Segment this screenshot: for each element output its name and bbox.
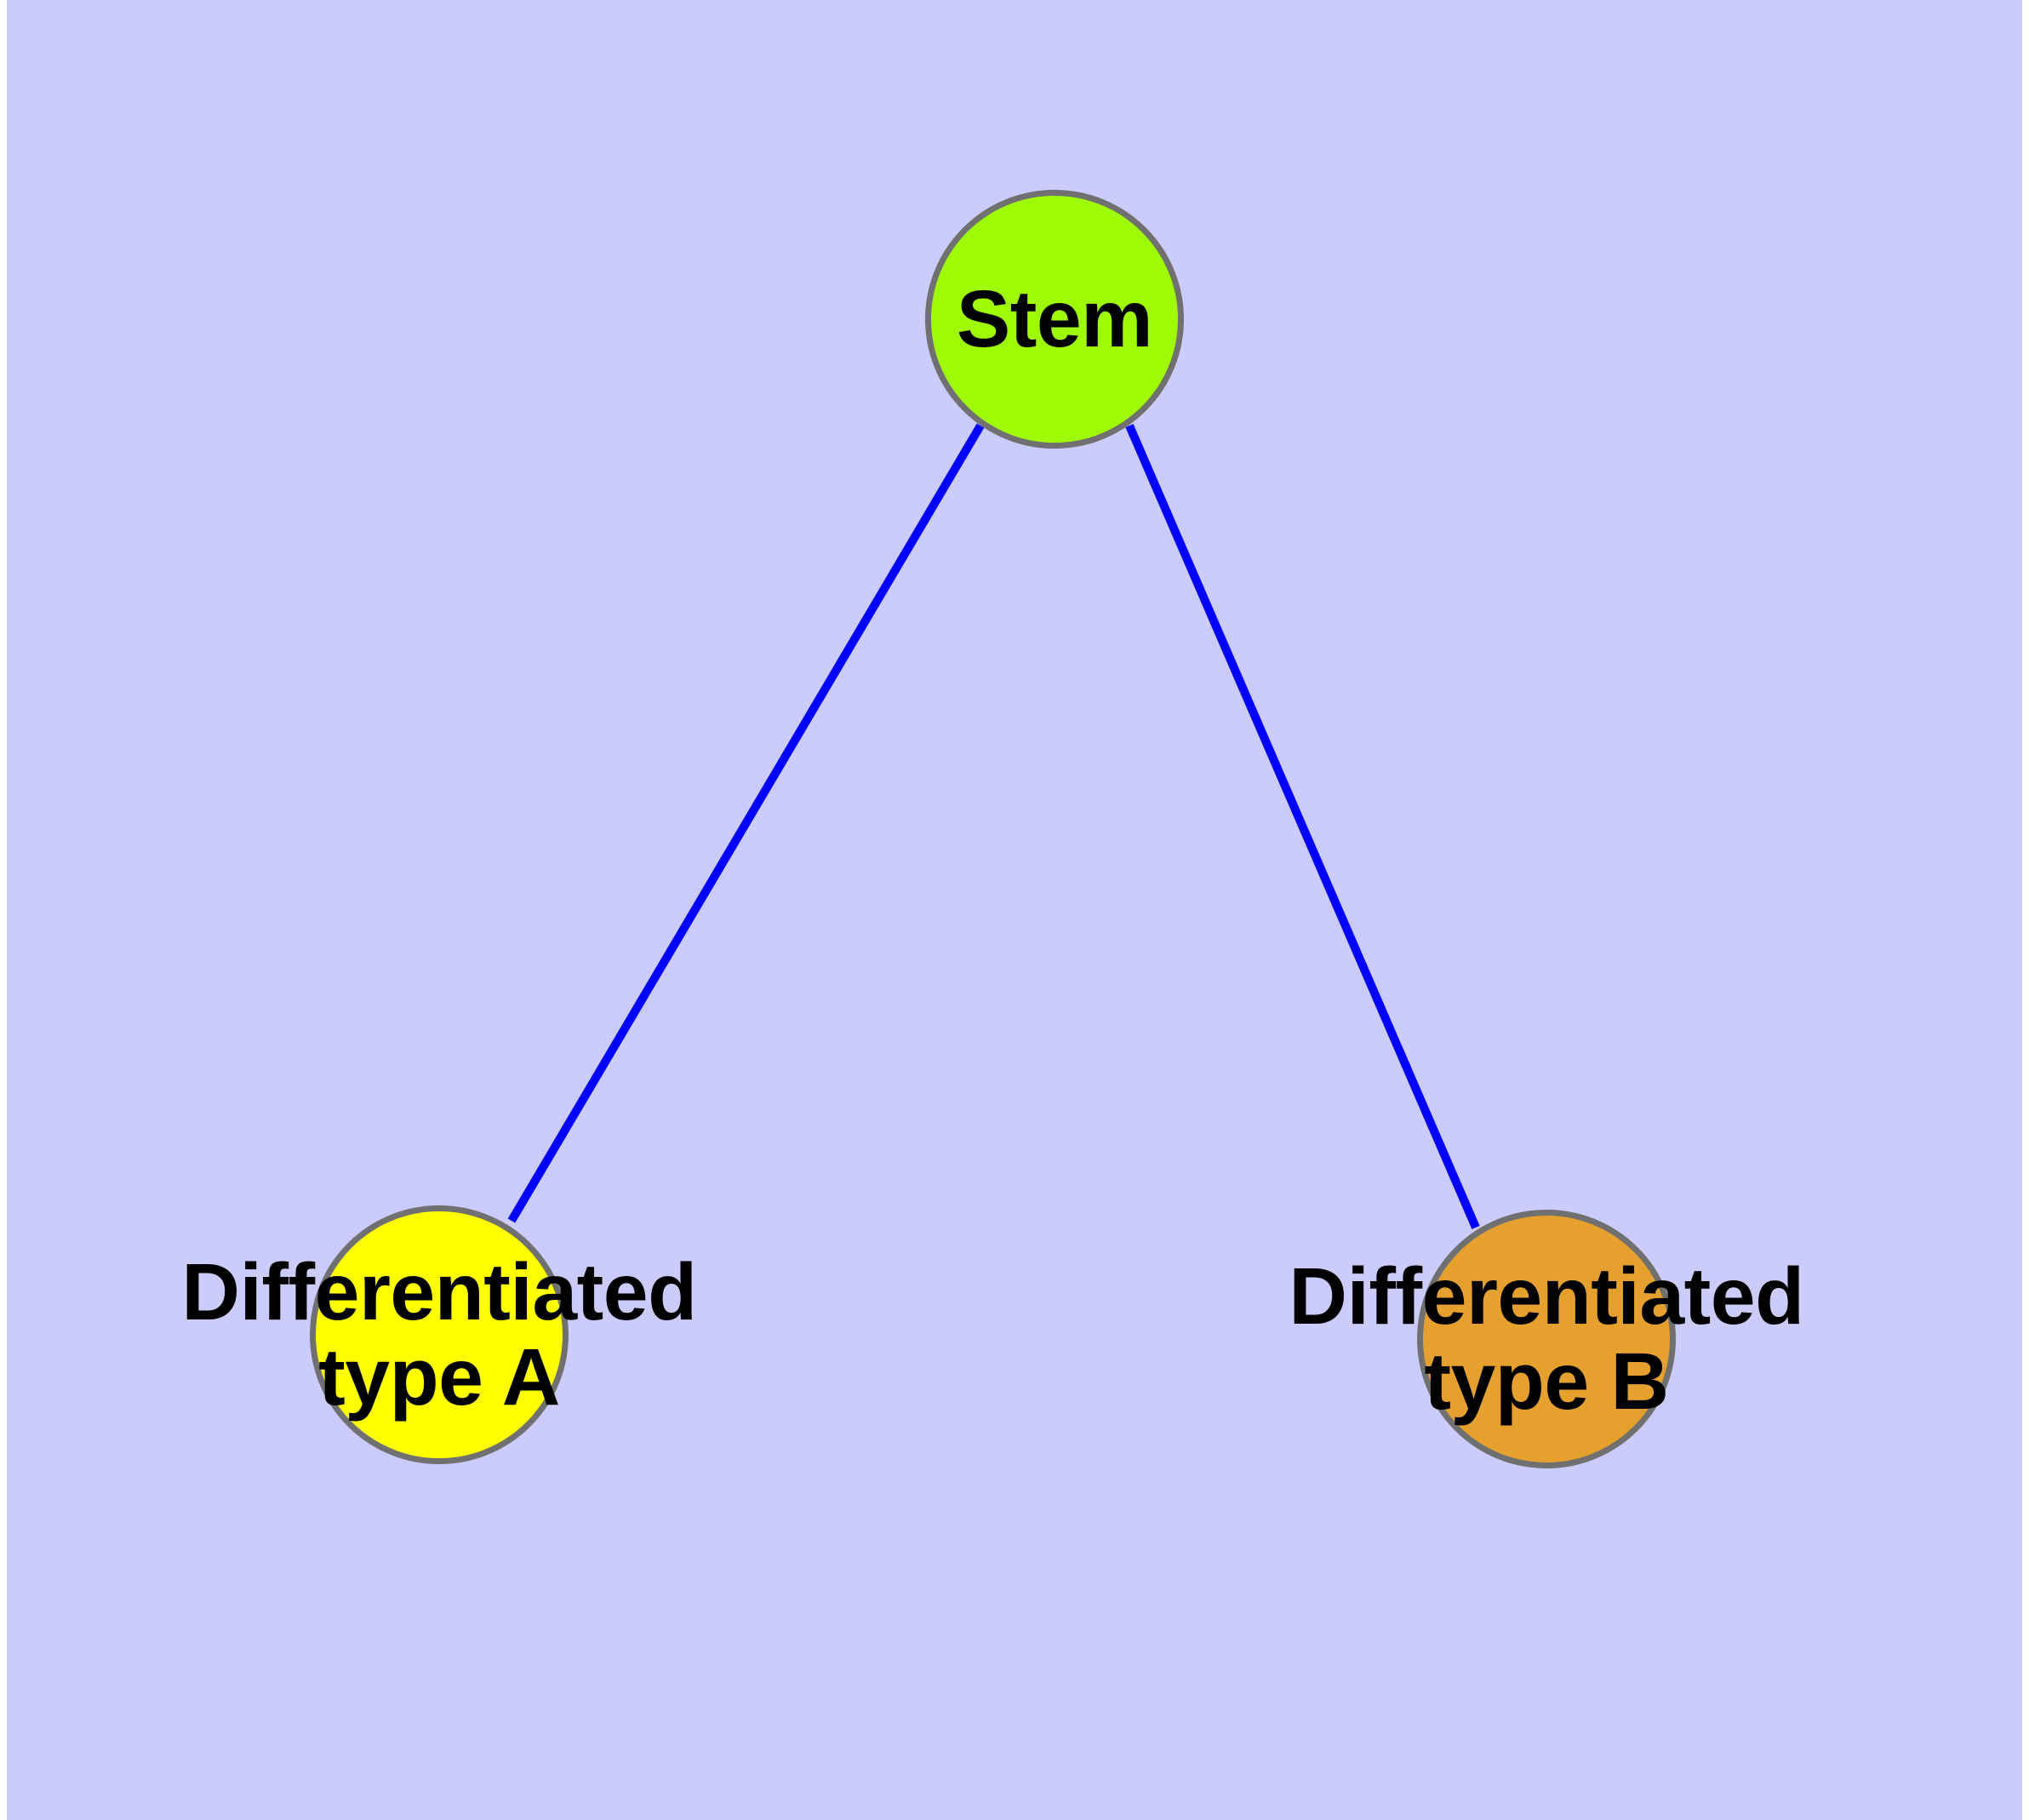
edge-stem-to-type-b: [1125, 424, 1480, 1229]
node-stem[interactable]: [925, 190, 1184, 449]
node-diff-type-b[interactable]: [1417, 1210, 1676, 1468]
node-diff-type-a[interactable]: [310, 1205, 569, 1464]
edge-stem-to-type-a: [507, 423, 985, 1223]
